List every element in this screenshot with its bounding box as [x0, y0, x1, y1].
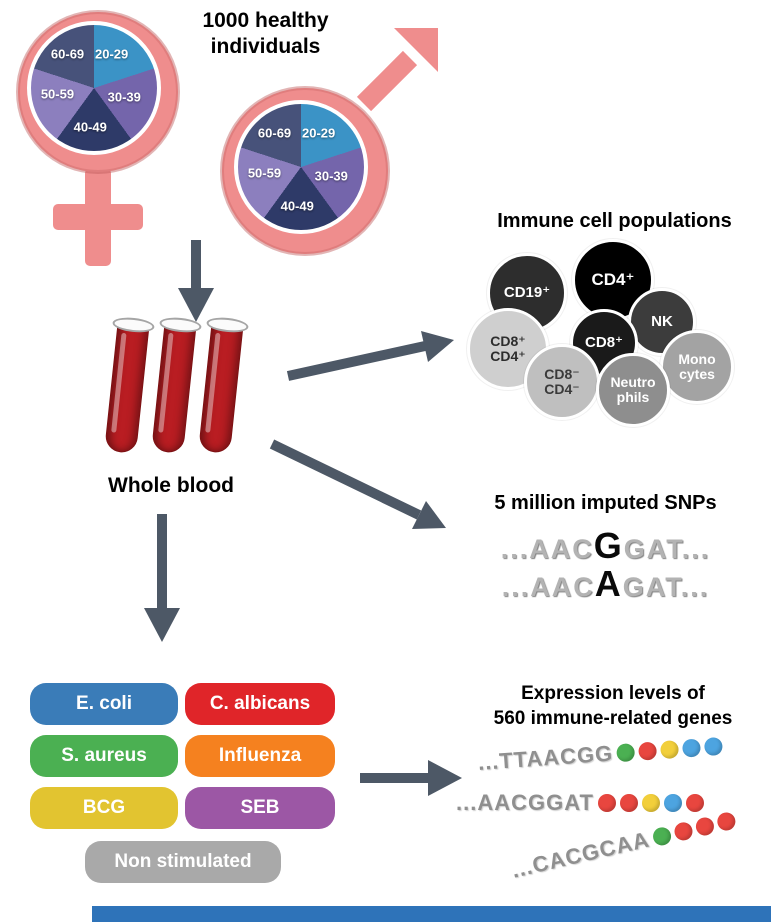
- stimulus-e-coli: E. coli: [30, 683, 178, 725]
- gene-dot: [682, 738, 702, 758]
- arrow-stimuli-to-expression: [360, 760, 462, 796]
- gene-dot: [672, 820, 695, 843]
- snp-sequence-2: ...AACAGAT...: [448, 566, 763, 602]
- arrow-blood-to-snps: [269, 439, 446, 529]
- age-label-50-59: 50-59: [247, 165, 282, 181]
- snp-seq-pre: ...AAC: [501, 572, 595, 602]
- gene-dot: [651, 825, 673, 848]
- cell-cd8-cd4-neg: CD8⁻ CD4⁻: [524, 344, 600, 420]
- expression-title: Expression levels of 560 immune-related …: [493, 683, 733, 729]
- cell-neutrophils: Neutro phils: [596, 353, 670, 427]
- male-icon: 20-29 30-39 40-49 50-59 60-69: [222, 28, 452, 268]
- gene-dot: [693, 815, 716, 838]
- arrow-blood-to-stimuli: [144, 514, 180, 642]
- gene-dot: [597, 794, 616, 812]
- age-label-20-29: 20-29: [302, 125, 336, 141]
- snp-variant-allele: A: [594, 563, 623, 604]
- female-circle: 20-29 30-39 40-49 50-59 60-69: [18, 12, 178, 172]
- stimulus-c-albicans: C. albicans: [185, 683, 335, 725]
- page-title: 1000 healthy individuals: [202, 9, 329, 59]
- cell-monocytes: Mono cytes: [660, 330, 734, 404]
- stimulus-seb: SEB: [185, 787, 335, 829]
- female-age-pie: 20-29 30-39 40-49 50-59 60-69: [27, 21, 161, 155]
- stimulus-s-aureus: S. aureus: [30, 735, 178, 777]
- age-label-60-69: 60-69: [50, 46, 85, 62]
- gene-sequence: ...AACGGAT: [456, 790, 594, 815]
- blood-tubes: [104, 315, 302, 470]
- arrow-individuals-to-blood: [178, 240, 214, 322]
- stimulus-bcg: BCG: [30, 787, 178, 829]
- gene-dot: [704, 736, 724, 757]
- immune-cells-title: Immune cell populations: [497, 210, 732, 232]
- stimulus-influenza: Influenza: [185, 735, 335, 777]
- male-arrow-icon: [356, 28, 438, 112]
- tube-blood: [104, 323, 150, 454]
- snps-title: 5 million imputed SNPs: [494, 492, 717, 514]
- age-label-20-29: 20-29: [95, 46, 129, 62]
- age-label-30-39: 30-39: [314, 168, 348, 184]
- gene-dot: [641, 794, 660, 812]
- male-circle: 20-29 30-39 40-49 50-59 60-69: [222, 88, 388, 254]
- snp-seq-post: GAT...: [622, 572, 710, 602]
- snp-seq-post: GAT...: [623, 534, 711, 564]
- age-label-40-49: 40-49: [280, 198, 314, 214]
- gene-dot: [638, 741, 658, 761]
- snp-variant-allele: G: [593, 525, 624, 566]
- stimulus-non-stimulated: Non stimulated: [85, 841, 281, 883]
- gene-dot: [663, 794, 682, 812]
- female-cross-bar: [53, 204, 143, 230]
- gene-sequence: ...TTAACGG: [477, 740, 614, 775]
- stimuli-panel: E. coli C. albicans S. aureus Influenza …: [25, 678, 345, 898]
- snp-seq-pre: ...AAC: [500, 534, 594, 564]
- gene-dot: [660, 739, 680, 760]
- expression-row-2: ...AACGGAT: [456, 790, 704, 816]
- age-label-40-49: 40-49: [73, 119, 107, 135]
- gene-dot: [685, 794, 704, 812]
- whole-blood-label: Whole blood: [108, 474, 234, 497]
- immune-cell-cluster: CD19⁺ CD4⁺ NK CD8⁺ CD4⁺ CD8⁺ Mono cytes …: [460, 239, 750, 440]
- male-age-pie: 20-29 30-39 40-49 50-59 60-69: [234, 100, 368, 234]
- tube-blood: [198, 323, 244, 454]
- age-label-30-39: 30-39: [107, 89, 141, 105]
- female-icon: 20-29 30-39 40-49 50-59 60-69: [18, 12, 218, 272]
- bottom-blue-bar: [92, 906, 771, 922]
- age-label-60-69: 60-69: [257, 125, 292, 141]
- arrow-blood-to-cells: [286, 331, 454, 381]
- gene-sequence: ...CACGCAA: [509, 826, 652, 883]
- expression-row-3: ...CACGCAA: [509, 807, 738, 884]
- tube-blood: [151, 323, 197, 454]
- snp-sequence-1: ...AACGGAT...: [448, 528, 763, 564]
- age-label-50-59: 50-59: [40, 86, 75, 102]
- expression-row-1: ...TTAACGG: [477, 733, 724, 776]
- gene-dot: [616, 743, 636, 763]
- gene-dot: [715, 810, 737, 833]
- gene-dot: [619, 794, 638, 812]
